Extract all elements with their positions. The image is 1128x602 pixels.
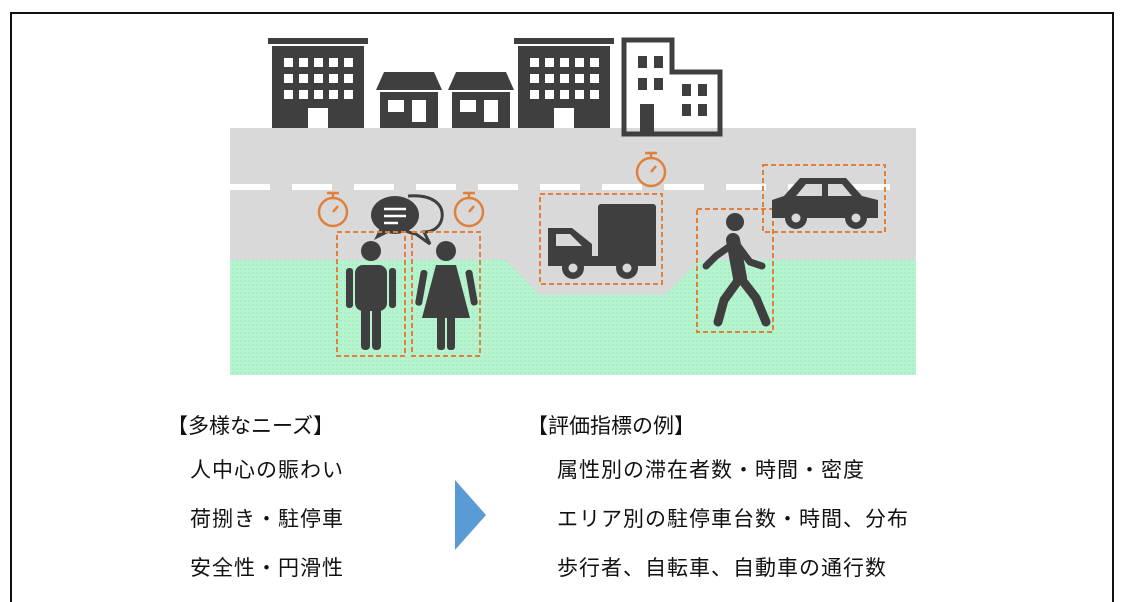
needs-item: 人中心の賑わい [190, 458, 344, 482]
detection-box [696, 208, 774, 333]
woman-icon [415, 241, 478, 350]
needs-item: 荷捌き・駐停車 [190, 507, 344, 531]
metrics-heading: 【評価指標の例】 [527, 414, 695, 438]
stopwatch-icon [317, 191, 349, 228]
man-icon [346, 241, 396, 350]
office-building-icon [514, 38, 614, 128]
metrics-item: エリア別の駐停車台数・時間、分布 [557, 507, 909, 531]
figure-frame [10, 12, 1114, 602]
shop-icon [448, 72, 514, 128]
chat-bubble-icon [371, 194, 444, 246]
needs-heading: 【多様なニーズ】 [167, 414, 334, 438]
stopwatch-icon [635, 151, 667, 188]
stopwatch-icon [453, 191, 485, 228]
needs-item: 安全性・円滑性 [190, 556, 344, 580]
truck-icon [548, 204, 656, 279]
office-building-icon [268, 38, 368, 128]
walking-person-icon [702, 213, 771, 327]
metrics-item: 歩行者、自転車、自動車の通行数 [557, 556, 887, 580]
detection-box [539, 193, 663, 285]
shop-icon [376, 72, 442, 128]
lane-markings [230, 184, 890, 190]
detection-box [336, 231, 406, 357]
street-scene [230, 37, 916, 375]
metrics-item: 属性別の滞在者数・時間・密度 [557, 458, 865, 482]
office-building-icon [621, 37, 723, 137]
detection-box [411, 231, 481, 357]
car-icon [772, 178, 878, 229]
arrow-right-icon [455, 480, 486, 550]
detection-box [762, 164, 886, 233]
